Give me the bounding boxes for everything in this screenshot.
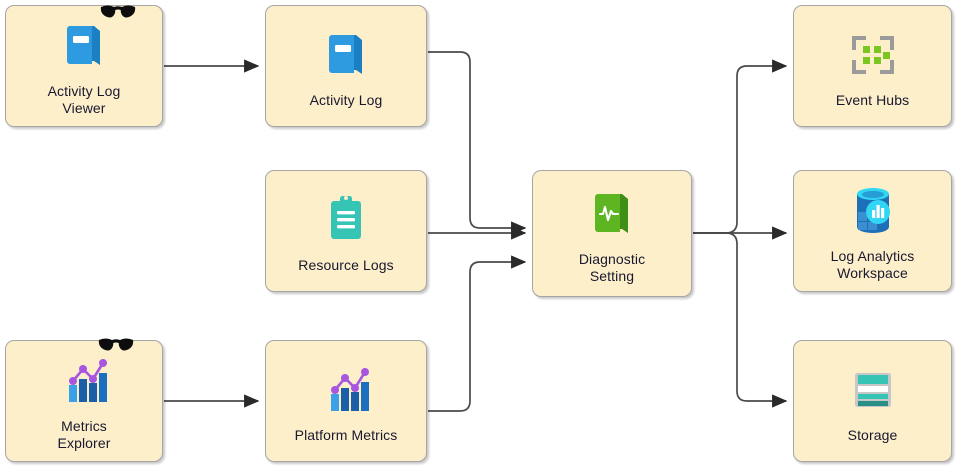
node-metrics-explorer[interactable]: Metrics Explorer <box>5 338 163 462</box>
bar-line-chart-icon <box>56 338 134 412</box>
node-label: Log Analytics Workspace <box>830 248 915 281</box>
edge-platform-metrics-to-diagnostic <box>428 255 527 412</box>
bar-line-chart-icon <box>318 359 374 421</box>
green-book-pulse-icon <box>584 183 640 245</box>
node-label: Diagnostic Setting <box>578 250 646 284</box>
node-label: Resource Logs <box>298 256 394 273</box>
edge-activity-log-to-diagnostic <box>428 51 527 235</box>
edge-diagnostic-to-event-hubs <box>693 59 788 234</box>
node-event-hubs[interactable]: Event Hubs <box>793 5 952 127</box>
blue-book-icon <box>56 5 136 77</box>
node-diagnostic-setting[interactable]: Diagnostic Setting <box>532 170 692 297</box>
node-log-analytics-workspace[interactable]: Log Analytics Workspace <box>793 170 952 292</box>
storage-icon <box>845 359 901 421</box>
node-activity-log[interactable]: Activity Log <box>265 5 427 127</box>
node-label: Activity Log <box>309 91 383 108</box>
node-label: Event Hubs <box>835 91 910 108</box>
blue-book-icon <box>318 24 374 86</box>
node-label: Activity Log Viewer <box>47 83 121 116</box>
eyeglasses-icon <box>98 3 138 30</box>
event-hubs-icon <box>845 24 901 86</box>
eyeglasses-icon <box>96 336 136 363</box>
node-label: Storage <box>847 426 898 443</box>
teal-clipboard-icon <box>320 189 372 251</box>
node-label: Metrics Explorer <box>57 418 111 451</box>
node-resource-logs[interactable]: Resource Logs <box>265 170 427 292</box>
node-platform-metrics[interactable]: Platform Metrics <box>265 340 427 462</box>
edge-diagnostic-to-storage <box>693 232 788 408</box>
node-activity-log-viewer[interactable]: Activity Log Viewer <box>5 5 163 127</box>
log-analytics-icon <box>845 180 901 242</box>
node-label: Platform Metrics <box>294 426 398 443</box>
node-storage[interactable]: Storage <box>793 340 952 462</box>
